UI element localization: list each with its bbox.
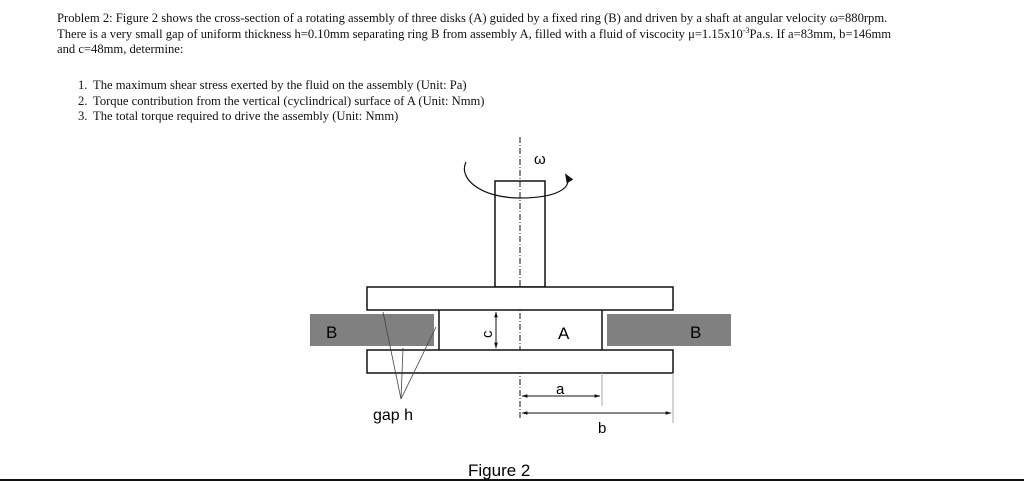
dim-b-label: b <box>598 420 606 437</box>
figure-caption: Figure 2 <box>468 461 530 480</box>
question-item: 3.The total torque required to drive the… <box>78 109 399 124</box>
question-item: 2.Torque contribution from the vertical … <box>78 93 485 108</box>
rotation-arrow-icon <box>463 161 574 199</box>
bottom-divider <box>0 479 1024 481</box>
top-disk <box>366 286 674 311</box>
ring-b-right-label: B <box>690 323 701 342</box>
assembly-a-label: A <box>558 324 570 343</box>
dim-c-label: c <box>479 330 496 338</box>
problem-line-2: There is a very small gap of uniform thi… <box>57 25 892 41</box>
question-list: 1.The maximum shear stress exerted by th… <box>78 78 485 125</box>
problem-statement: Problem 2: Figure 2 shows the cross-sect… <box>57 11 987 58</box>
omega-label: ω <box>534 151 546 168</box>
gap-h-label: gap h <box>373 407 413 424</box>
bottom-disk <box>366 349 674 374</box>
ring-b-right <box>607 314 731 346</box>
exponent: -3 <box>742 25 750 35</box>
problem-line-1: Problem 2: Figure 2 shows the cross-sect… <box>57 11 888 25</box>
problem-line-3: and c=48mm, determine: <box>57 42 184 56</box>
ring-b-left <box>310 314 434 346</box>
question-item: 1.The maximum shear stress exerted by th… <box>78 78 467 92</box>
ring-b-left-label: B <box>326 323 337 342</box>
dim-a-label: a <box>556 381 565 398</box>
